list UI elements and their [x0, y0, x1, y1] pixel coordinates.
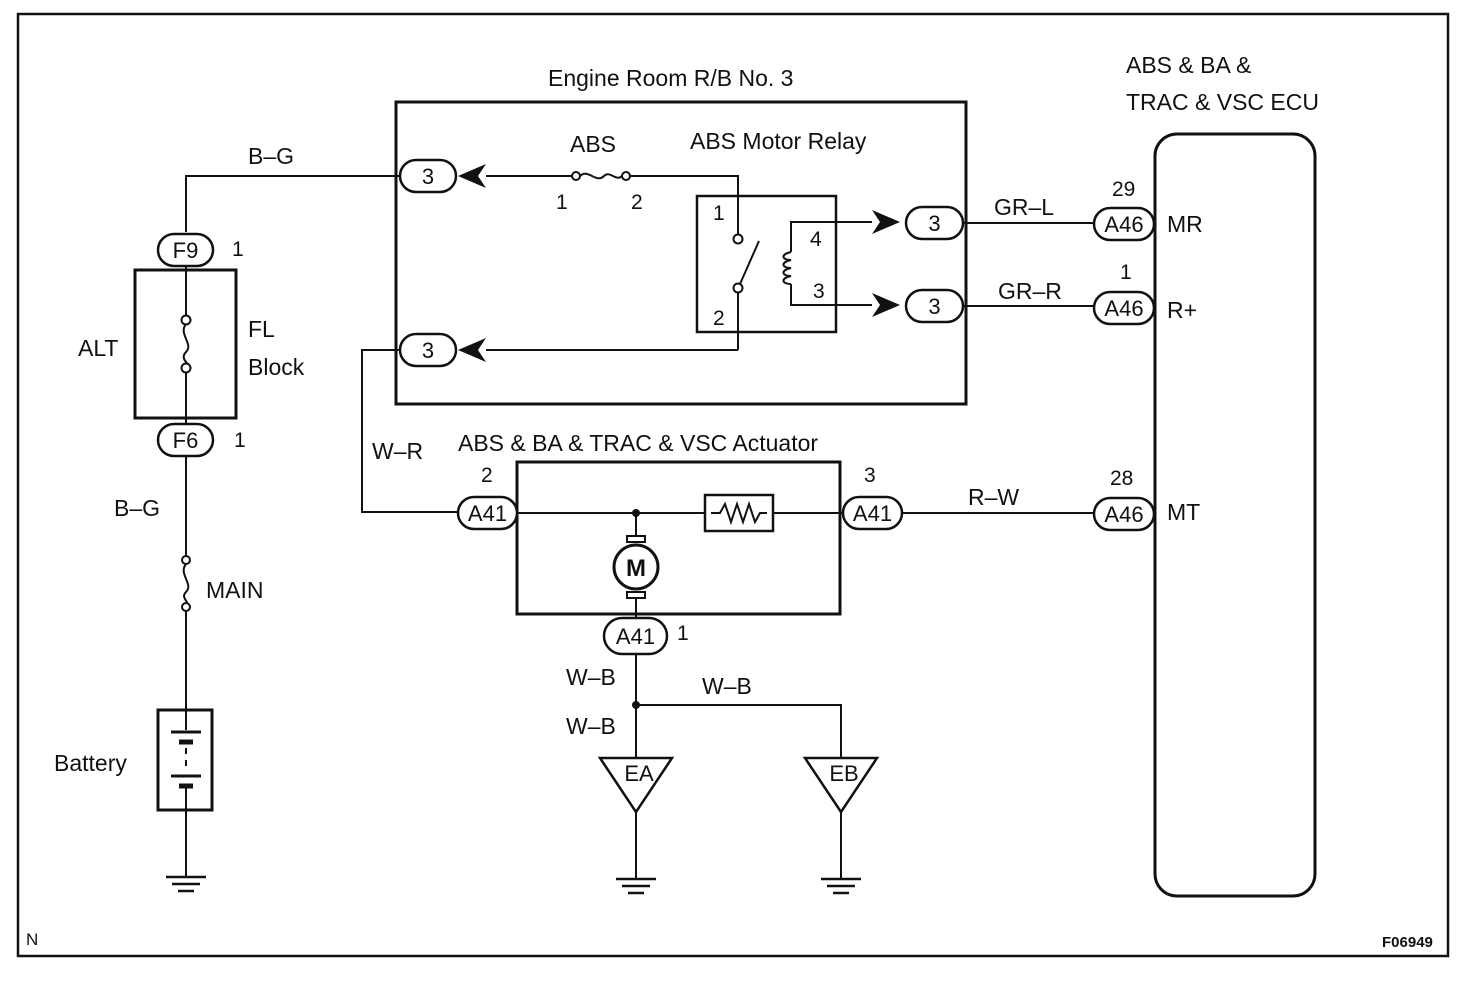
relay-block-connector-right-1-label: 3 [928, 211, 940, 236]
pin-a41-bottom: 1 [677, 622, 689, 645]
relay-coil-icon [782, 251, 792, 285]
power-supply-branch: B–G F9 1 ALT FL Block F6 1 B–G MAIN [54, 143, 400, 893]
figure-code: F06949 [1382, 934, 1433, 951]
wire-wr [361, 349, 458, 513]
ground-branch: W–B W–B W–B EA EB [566, 654, 880, 895]
pin-a41-left: 2 [481, 464, 493, 487]
wire-label-wr: W–R [372, 438, 423, 464]
fusible-link-alt-icon [182, 323, 190, 367]
motor-label: M [626, 555, 646, 582]
terminal-arrow-icon [458, 164, 486, 188]
wire-label-bg-top: B–G [248, 143, 294, 169]
relay-pin-3: 3 [813, 280, 825, 303]
pin-f6: 1 [234, 429, 246, 452]
fl-label: FL [248, 316, 275, 342]
relay-block-title: Engine Room R/B No. 3 [548, 65, 793, 91]
relay-pin-4: 4 [810, 228, 822, 251]
ground-eb-icon [802, 756, 880, 815]
diagram-frame [16, 12, 1450, 958]
wire-label-wb-3: W–B [702, 673, 752, 699]
terminal-mt: MT [1167, 499, 1200, 525]
connector-a46-mt-label: A46 [1104, 502, 1143, 527]
relay-block-connector-right-2-label: 3 [928, 294, 940, 319]
pin-a46-mt: 28 [1110, 467, 1133, 490]
wire-label-grr: GR–R [998, 278, 1062, 304]
pin-a46-mr: 29 [1112, 178, 1135, 201]
relay-block-box [394, 100, 968, 406]
terminal-arrow-icon [872, 293, 900, 317]
terminal-rp: R+ [1167, 297, 1197, 323]
relay-block-connector-top-label: 3 [422, 164, 434, 189]
block-label: Block [248, 354, 305, 380]
motor-icon [612, 543, 660, 591]
connector-a41-right-label: A41 [853, 501, 892, 526]
ground-ea-icon [597, 756, 675, 815]
connector-a46-mt [1092, 496, 1156, 532]
ground-ea-label: EA [624, 761, 654, 786]
terminal-arrow-icon [872, 210, 900, 234]
fuse-abs-label: ABS [570, 131, 616, 157]
ground-eb-label: EB [829, 761, 858, 786]
wire-label-rw: R–W [968, 484, 1019, 510]
ecu-title-line1: ABS & BA & [1126, 52, 1251, 78]
wire-label-grl: GR–L [994, 194, 1054, 220]
terminal-arrow-icon [458, 338, 486, 362]
pin-a46-rp: 1 [1120, 261, 1132, 284]
relay-block-connector-top [398, 158, 458, 194]
main-label: MAIN [206, 577, 264, 603]
wire-label-wb-2: W–B [566, 713, 616, 739]
fusible-link-terminal [180, 314, 192, 326]
fuse-abs-icon [579, 172, 623, 180]
pin-f9: 1 [232, 238, 244, 261]
connector-a46-rp-label: A46 [1104, 296, 1143, 321]
wire-label-bg-bottom: B–G [114, 495, 160, 521]
connector-a46-rp [1092, 290, 1156, 326]
engine-room-relay-block: Engine Room R/B No. 3 3 ABS 1 2 ABS Moto… [394, 65, 968, 406]
fuse-pin-2: 2 [631, 191, 643, 214]
fusible-link-main-icon [182, 563, 190, 605]
connector-a41-bottom-label: A41 [616, 624, 655, 649]
resistor-icon [711, 500, 767, 526]
relay-block-connector-bottom-label: 3 [422, 338, 434, 363]
connector-a41-left-label: A41 [468, 501, 507, 526]
connector-f9-label: F9 [173, 238, 199, 263]
relay-contact-icon [732, 233, 744, 245]
connector-a46-mr [1092, 206, 1156, 242]
actuator-assembly: ABS & BA & TRAC & VSC Actuator A41 2 A41… [456, 430, 904, 656]
terminal-mr: MR [1167, 211, 1203, 237]
abs-motor-relay-box [695, 194, 838, 334]
battery-label: Battery [54, 750, 127, 776]
connector-f6-label: F6 [173, 428, 199, 453]
ecu-title-line2: TRAC & VSC ECU [1126, 89, 1319, 115]
relay-switch-arm [739, 240, 760, 285]
wire-label-wb-1: W–B [566, 664, 616, 690]
actuator-title: ABS & BA & TRAC & VSC Actuator [458, 430, 818, 456]
pin-a41-right: 3 [864, 464, 876, 487]
actuator-box [515, 460, 842, 616]
abs-ecu: ABS & BA & TRAC & VSC ECU GR–L A46 29 MR… [902, 52, 1319, 898]
abs-motor-relay-label: ABS Motor Relay [690, 128, 867, 154]
alt-label: ALT [78, 335, 118, 361]
relay-pin-2: 2 [713, 307, 725, 330]
connector-a46-mr-label: A46 [1104, 212, 1143, 237]
fuse-pin-1: 1 [556, 191, 568, 214]
wire-bg-top [185, 175, 400, 232]
relay-pin-1: 1 [713, 202, 725, 225]
corner-label-n: N [26, 930, 38, 949]
